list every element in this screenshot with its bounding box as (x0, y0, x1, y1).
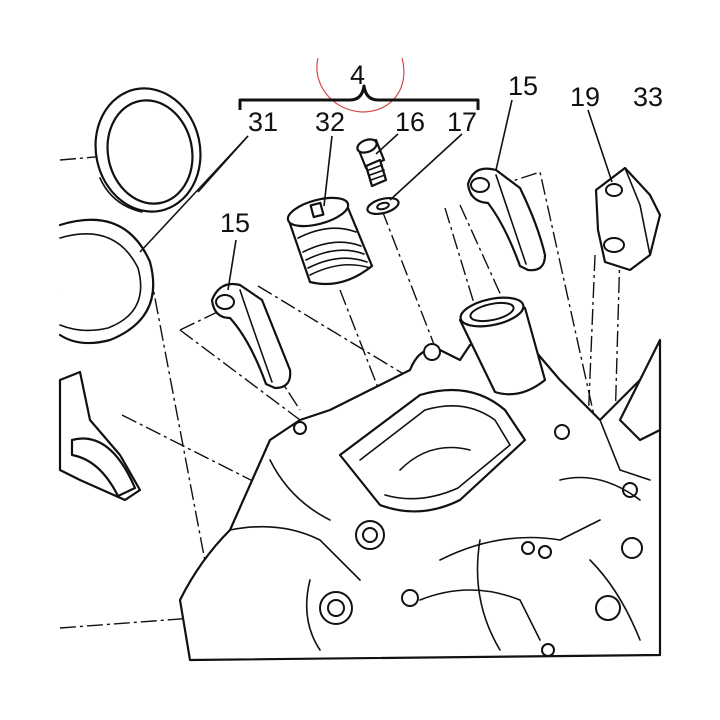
red-circle-mark (316, 57, 405, 113)
callout-17: 17 (447, 107, 477, 137)
cylinder-head-casting (178, 296, 662, 662)
screw-part (356, 138, 388, 188)
callout-19: 19 (570, 82, 600, 112)
assembly-brace (238, 84, 480, 110)
callout-33: 33 (633, 82, 663, 112)
callout-labels: 4 31 32 16 17 15 15 19 33 (220, 60, 663, 238)
bushing-part (286, 196, 374, 286)
leader-lines (139, 99, 613, 291)
seal-ring-upper (94, 87, 202, 213)
seal-ring-lower (58, 218, 155, 345)
callout-31: 31 (248, 107, 278, 137)
callout-16: 16 (395, 107, 425, 137)
rocker-arm-right (466, 167, 547, 272)
callout-4: 4 (350, 60, 365, 90)
clamp-part (594, 166, 662, 272)
left-edge-part (58, 370, 142, 502)
rocker-arm-left (210, 282, 292, 390)
right-edge-part (618, 338, 662, 442)
callout-15-right: 15 (508, 71, 538, 101)
callout-32: 32 (315, 107, 345, 137)
callout-15-left: 15 (220, 208, 250, 238)
washer-part (366, 196, 400, 216)
